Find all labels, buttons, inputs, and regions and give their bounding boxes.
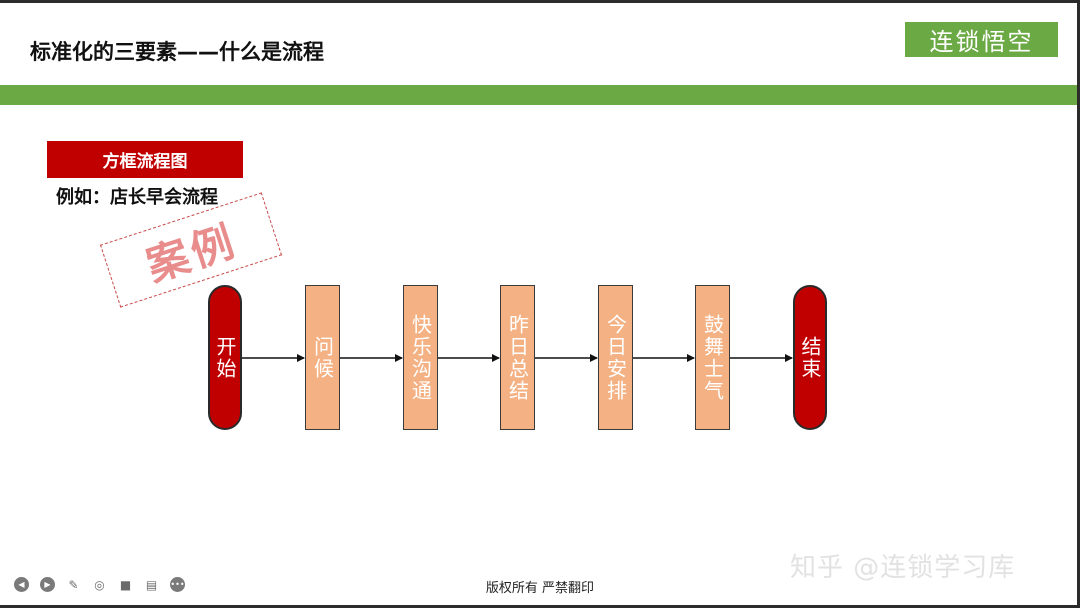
flow-step-node: 问候 bbox=[305, 285, 340, 430]
flow-step-node: 今日安排 bbox=[598, 285, 633, 430]
flow-step-label: 快乐沟通 bbox=[408, 313, 433, 402]
flow-step-label: 问候 bbox=[310, 335, 335, 380]
more-icon[interactable]: ••• bbox=[170, 577, 185, 592]
copyright-notice: 版权所有 严禁翻印 bbox=[485, 581, 595, 596]
top-border bbox=[0, 0, 1080, 3]
section-tag: 方框流程图 bbox=[47, 141, 243, 178]
page-title: 标准化的三要素——什么是流程 bbox=[30, 40, 324, 64]
camera-icon[interactable]: ■ bbox=[119, 577, 132, 592]
watermark: 知乎 @连锁学习库 bbox=[790, 553, 1016, 583]
flow-step-node: 鼓舞士气 bbox=[695, 285, 730, 430]
brand-badge: 连锁悟空 bbox=[905, 22, 1058, 57]
flow-end-label: 结束 bbox=[798, 335, 822, 380]
flow-start-label: 开始 bbox=[213, 335, 237, 380]
flow-step-label: 今日安排 bbox=[603, 313, 628, 402]
subtitles-icon[interactable]: ▤ bbox=[145, 577, 158, 592]
flow-end-node: 结束 bbox=[793, 285, 827, 430]
flow-step-node: 昨日总结 bbox=[500, 285, 535, 430]
next-icon[interactable]: ▶ bbox=[40, 577, 55, 592]
header-band bbox=[0, 85, 1080, 105]
flow-step-label: 鼓舞士气 bbox=[700, 313, 725, 402]
slideshow-controls: ◀ ▶ ✎ ◎ ■ ▤ ••• bbox=[14, 577, 185, 592]
flow-step-label: 昨日总结 bbox=[505, 313, 530, 402]
flow-step-node: 快乐沟通 bbox=[403, 285, 438, 430]
bottom-border bbox=[0, 605, 1080, 608]
right-border bbox=[1077, 0, 1080, 608]
previous-icon[interactable]: ◀ bbox=[14, 577, 29, 592]
example-caption: 例如：店长早会流程 bbox=[56, 187, 218, 208]
pointer-icon[interactable]: ◎ bbox=[94, 577, 105, 592]
flow-start-node: 开始 bbox=[208, 285, 242, 430]
pen-icon[interactable]: ✎ bbox=[68, 577, 79, 592]
